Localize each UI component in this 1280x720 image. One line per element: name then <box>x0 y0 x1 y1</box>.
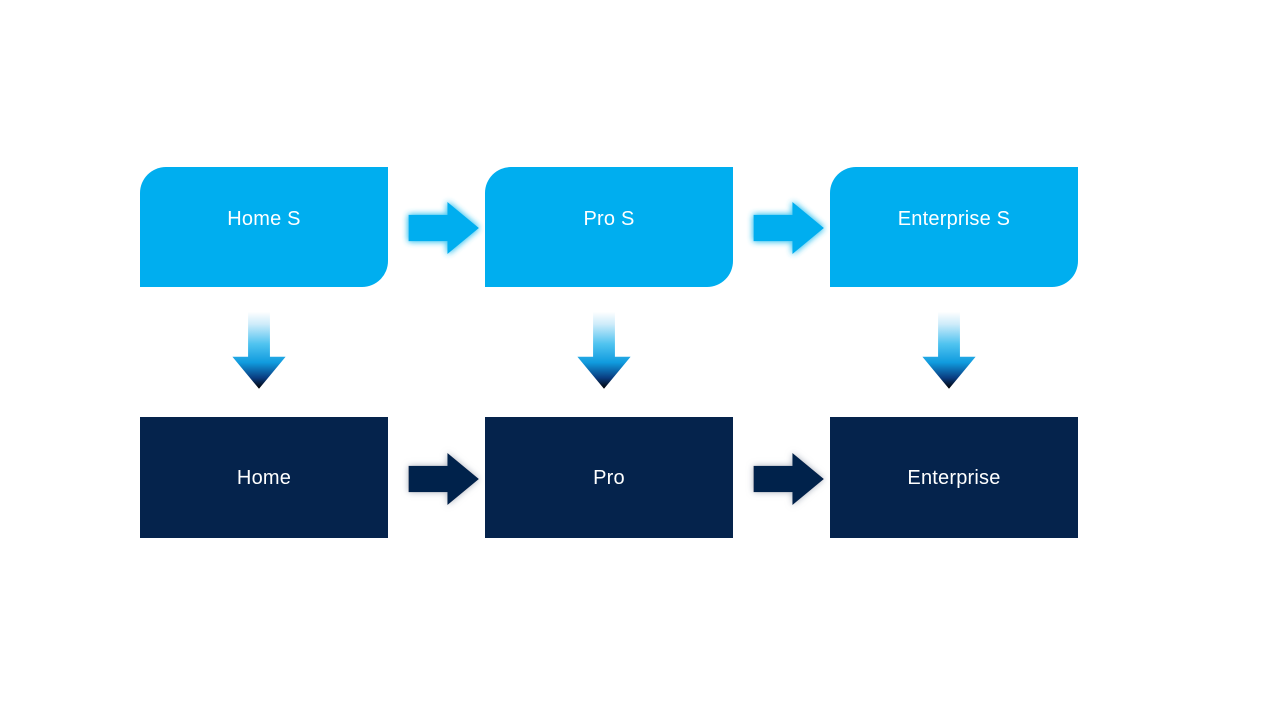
node-enterprise[interactable]: Enterprise <box>830 417 1078 538</box>
node-home[interactable]: Home <box>140 417 388 538</box>
down-arrow-icon <box>231 310 287 390</box>
node-label: Home S <box>227 208 301 230</box>
right-arrow-icon <box>406 451 480 507</box>
node-home-s[interactable]: Home S <box>140 167 388 287</box>
right-arrow-icon <box>751 200 825 256</box>
node-label: Pro <box>593 466 625 489</box>
node-label: Enterprise S <box>897 208 1011 230</box>
down-arrow-icon <box>921 310 977 390</box>
down-arrow-icon <box>576 310 632 390</box>
node-label: Home <box>236 466 292 489</box>
right-arrow-icon <box>406 200 480 256</box>
node-enterprise-s[interactable]: Enterprise S <box>830 167 1078 287</box>
node-pro-s[interactable]: Pro S <box>485 167 733 287</box>
node-pro[interactable]: Pro <box>485 417 733 538</box>
right-arrow-icon <box>751 451 825 507</box>
node-label: Pro S <box>583 208 635 230</box>
node-label: Enterprise <box>907 466 1001 489</box>
